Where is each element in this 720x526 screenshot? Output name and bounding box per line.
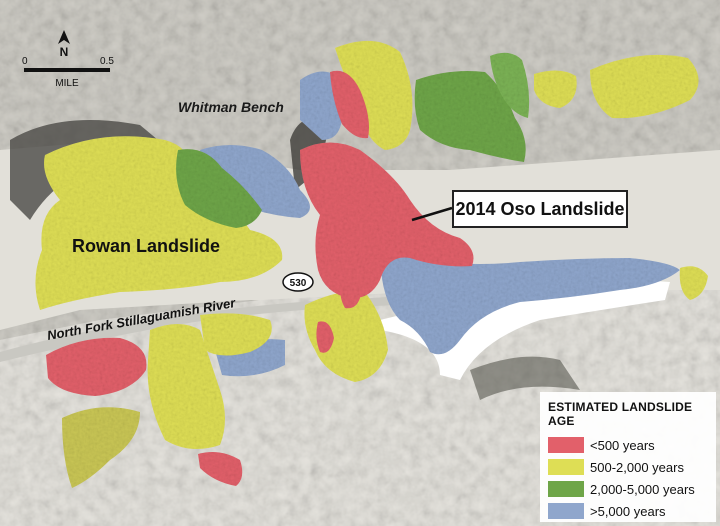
north-arrow-icon [58, 30, 70, 44]
landslide-red [340, 283, 360, 309]
landslide-red [330, 70, 369, 139]
landslide-blue [380, 248, 680, 355]
landslide-red-oso [300, 142, 474, 299]
legend-label: >5,000 years [590, 503, 666, 519]
oso-landslide-callout: 2014 Oso Landslide [452, 190, 628, 228]
legend-item-over-5000: >5,000 years [548, 500, 708, 522]
scale-start: 0 [22, 56, 28, 67]
legend-title: ESTIMATED LANDSLIDE AGE [548, 400, 693, 428]
landslide-yellow [62, 407, 140, 488]
scarp-shadow [470, 356, 580, 400]
landslide-yellow [534, 70, 577, 108]
legend-swatch-blue [548, 503, 584, 519]
landslide-yellow [147, 324, 225, 449]
legend-label: <500 years [590, 437, 655, 453]
landslide-yellow [304, 291, 388, 382]
callout-leader [411, 206, 453, 222]
landslide-blue [300, 71, 342, 140]
legend-label: 500-2,000 years [590, 459, 684, 475]
legend: ESTIMATED LANDSLIDE AGE <500 years 500-2… [540, 392, 716, 522]
landslide-yellow [200, 313, 272, 356]
landslide-red [198, 452, 243, 486]
scale-end: 0.5 [100, 56, 114, 67]
whitman-bench-label: Whitman Bench [178, 99, 284, 115]
landslide-yellow [679, 266, 708, 300]
landslide-red [316, 321, 334, 353]
legend-item-under-500: <500 years [548, 434, 708, 456]
highway-shield [282, 272, 314, 292]
scale-unit: MILE [55, 78, 79, 89]
legend-swatch-yellow [548, 459, 584, 475]
legend-label: 2,000-5,000 years [590, 481, 695, 497]
legend-swatch-green [548, 481, 584, 497]
landslide-green [490, 52, 530, 118]
landslide-green [414, 71, 526, 162]
north-label: N [60, 45, 69, 59]
landslide-red [46, 337, 147, 396]
legend-swatch-red [548, 437, 584, 453]
scale-bar [24, 68, 110, 72]
rowan-landslide-label: Rowan Landslide [72, 236, 220, 256]
bluff-strip [380, 280, 670, 380]
highway-label: 530 [290, 278, 307, 289]
landslide-yellow [335, 40, 413, 151]
landslide-yellow-rowan [35, 136, 283, 310]
legend-item-500-2000: 500-2,000 years [548, 456, 708, 478]
landslide-green [176, 149, 262, 228]
landslide-blue [200, 145, 310, 218]
landslide-yellow [590, 54, 699, 119]
legend-item-2000-5000: 2,000-5,000 years [548, 478, 708, 500]
